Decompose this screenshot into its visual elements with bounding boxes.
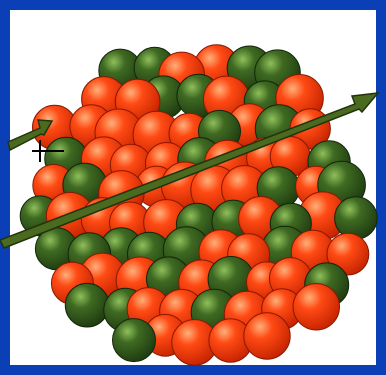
neutron-ball bbox=[65, 283, 109, 327]
proton-ball bbox=[293, 284, 339, 330]
nucleus bbox=[20, 45, 377, 365]
neutron-ball bbox=[335, 197, 378, 240]
proton-ball bbox=[244, 313, 290, 359]
neutron-ball bbox=[113, 319, 156, 362]
